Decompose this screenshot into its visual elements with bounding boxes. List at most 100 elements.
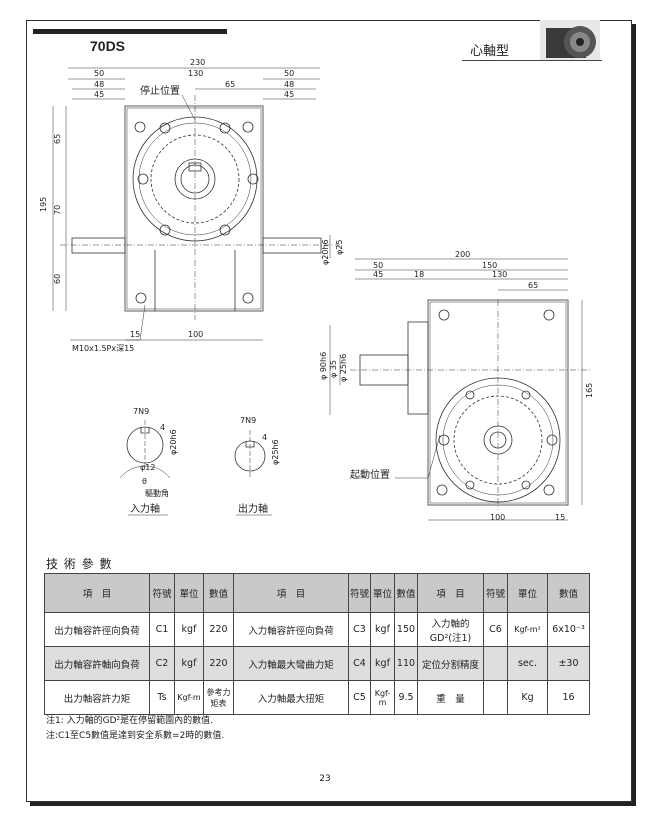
dim-front-15: 15 (130, 330, 140, 339)
table-cell: 參考力矩表 (203, 680, 234, 715)
dim-side-100: 100 (490, 513, 505, 522)
dim-side-phi90: φ 90h6 (319, 352, 328, 380)
table-cell: Kgf-m (370, 680, 395, 715)
table-cell: 220 (203, 646, 234, 681)
dim-front-45a: 45 (94, 90, 104, 99)
table-cell: 出力軸容許軸向負荷 (44, 646, 150, 681)
table-cell: kgf (370, 646, 395, 681)
dim-front-65v: 65 (53, 134, 62, 144)
page-frame (26, 20, 632, 802)
section-a-theta: θ (142, 477, 147, 486)
spec-header: 單位 (174, 573, 204, 613)
dim-side-15: 15 (555, 513, 565, 522)
label-drive-angle: 驅動角 (145, 488, 169, 498)
label-start-position: 起動位置 (350, 468, 390, 481)
section-a-phi20: φ20h6 (169, 429, 178, 455)
spec-header-row: 項 目 符號 單位 數值 項 目 符號 單位 數值 項 目 符號 單位 數值 (44, 573, 590, 613)
table-cell (483, 646, 508, 681)
footnotes: 注1: 入力軸的GD²是在停留範圍內的數值. 注:C1至C5數值是達到安全系數=… (46, 714, 224, 744)
dim-side-phi25: φ 25h6 (339, 354, 348, 382)
table-cell: 6x10⁻³ (547, 612, 590, 647)
label-input-shaft: 入力軸 (130, 502, 160, 515)
table-cell: ±30 (547, 646, 590, 681)
spec-header: 單位 (370, 573, 395, 613)
dim-side-50: 50 (373, 261, 383, 270)
section-a-dim-4: 4 (160, 423, 165, 432)
dim-front-195: 195 (39, 197, 48, 212)
table-cell (483, 680, 508, 715)
label-stop-position: 停止位置 (140, 84, 180, 97)
spec-header: 項 目 (44, 573, 150, 613)
table-cell: C6 (483, 612, 508, 647)
dim-front-100: 100 (188, 330, 203, 339)
table-cell: 110 (394, 646, 418, 681)
label-output-shaft: 出力軸 (238, 502, 268, 515)
shaft-section-a (119, 420, 171, 479)
section-b-dim-4: 4 (262, 433, 267, 442)
frame-shadow-right (632, 24, 636, 806)
dim-front-48b: 48 (284, 80, 294, 89)
dim-front-50b: 50 (284, 69, 294, 78)
dim-front-48a: 48 (94, 80, 104, 89)
table-cell: 16 (547, 680, 590, 715)
dim-side-150: 150 (482, 261, 497, 270)
engineering-drawing: 230 130 50 50 48 48 45 45 65 195 65 70 6… (39, 58, 594, 522)
dim-side-45: 45 (373, 270, 383, 279)
spec-header: 單位 (507, 573, 548, 613)
dim-front-phi25: φ25 (335, 240, 344, 255)
table-cell: 入力軸最大彎曲力矩 (233, 646, 349, 681)
model-title: 70DS (90, 38, 126, 54)
table-row: 出力軸容許軸向負荷 C2 kgf 220 入力軸最大彎曲力矩 C4 kgf 11… (44, 646, 590, 681)
dim-front-70v: 70 (53, 205, 62, 215)
table-cell: C3 (348, 612, 371, 647)
spec-header: 數值 (547, 573, 590, 613)
table-row: 出力軸容許徑向負荷 C1 kgf 220 入力軸容許徑向負荷 C3 kgf 15… (44, 612, 590, 647)
front-view (52, 67, 340, 341)
table-cell: kgf (174, 646, 204, 681)
table-cell: 220 (203, 612, 234, 647)
table-cell: kgf (370, 612, 395, 647)
spec-header: 符號 (483, 573, 508, 613)
side-view (329, 258, 590, 521)
table-cell: C5 (348, 680, 371, 715)
table-cell: C1 (149, 612, 175, 647)
table-cell: Kg (507, 680, 548, 715)
page-number: 23 (319, 774, 331, 784)
table-cell: 定位分割精度 (417, 646, 484, 681)
footnote: 注:C1至C5數值是達到安全系數=2時的數值. (46, 731, 225, 741)
section-a-keyway: 7N9 (133, 407, 149, 416)
table-cell: 重 量 (417, 680, 484, 715)
footnote: 注1: 入力軸的GD²是在停留範圍內的數值. (46, 716, 213, 726)
dim-front-phi20: φ20h6 (321, 239, 330, 265)
label-thread-note: M10x1.5Px深15 (72, 344, 134, 353)
spec-header: 項 目 (233, 573, 349, 613)
table-cell: C4 (348, 646, 371, 681)
dim-side-65: 65 (528, 281, 538, 290)
table-cell: 入力軸最大扭矩 (233, 680, 349, 715)
product-photo (540, 20, 600, 60)
section-b-keyway: 7N9 (240, 416, 256, 425)
table-cell: 入力軸的GD²(注1) (417, 612, 484, 647)
table-cell: 出力軸容許徑向負荷 (44, 612, 150, 647)
frame-shadow-bottom (30, 802, 636, 806)
table-cell: 150 (394, 612, 418, 647)
table-cell: C2 (149, 646, 175, 681)
table-cell: 出力軸容許力矩 (44, 680, 150, 715)
spec-header: 數值 (394, 573, 418, 613)
table-cell: sec. (507, 646, 548, 681)
dim-side-165: 165 (585, 383, 594, 398)
subtitle-rule (462, 60, 602, 61)
dim-front-60v: 60 (53, 274, 62, 284)
dim-side-phi35: φ 35 (329, 360, 338, 378)
dim-front-65: 65 (225, 80, 235, 89)
shaft-section-b (234, 430, 266, 478)
dim-front-230: 230 (190, 58, 205, 67)
table-cell: Ts (149, 680, 175, 715)
dim-front-50a: 50 (94, 69, 104, 78)
table-cell: kgf (174, 612, 204, 647)
dim-side-18: 18 (414, 270, 424, 279)
table-cell: 9.5 (394, 680, 418, 715)
spec-header: 項 目 (417, 573, 484, 613)
table-cell: Kgf-m (174, 680, 204, 715)
section-b-phi25: φ25h6 (271, 439, 280, 465)
